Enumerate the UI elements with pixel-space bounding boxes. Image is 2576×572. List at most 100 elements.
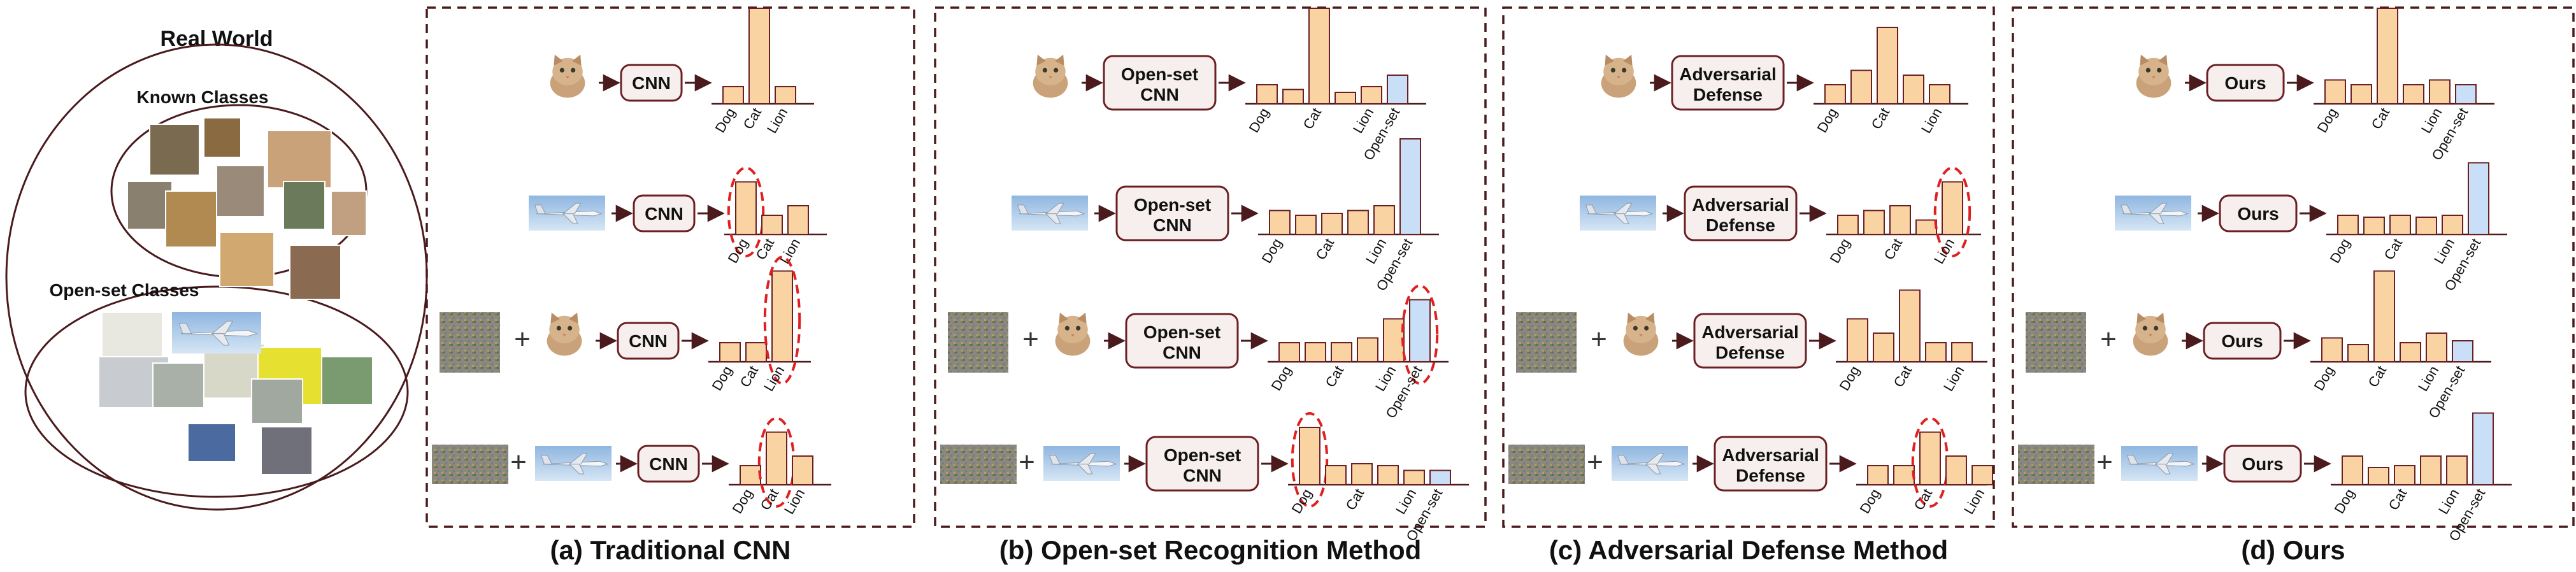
tick-label: Cat <box>1891 363 1915 390</box>
device-thumbnail <box>261 426 313 475</box>
tick-label: Lion <box>1392 486 1419 517</box>
panel-caption: (b) Open-set Recognition Method <box>999 535 1422 565</box>
class-bar <box>1305 342 1326 362</box>
noise-image <box>1508 445 1585 484</box>
openset-bar <box>2468 162 2489 235</box>
noise-image <box>2018 445 2094 484</box>
airplane-image <box>2115 196 2191 231</box>
class-bar <box>1925 342 1947 362</box>
class-bar <box>2363 217 2385 235</box>
tick-label: Lion <box>764 105 791 136</box>
class-bar <box>1951 342 1973 362</box>
class-bar <box>1256 84 1278 104</box>
tick-label: Lion <box>1372 363 1399 394</box>
tick-label: Lion <box>2418 105 2445 136</box>
tick-label: Dog <box>2310 363 2337 393</box>
class-bar <box>1335 92 1356 104</box>
class-bar <box>1403 469 1425 485</box>
plus-sign: + <box>1019 447 1035 478</box>
tick-label: Dog <box>1258 236 1285 266</box>
model-box <box>1684 185 1798 241</box>
class-bar <box>1282 89 1304 104</box>
class-bar <box>1295 215 1317 235</box>
panel-caption: (c) Adversarial Defense Method <box>1549 535 1948 565</box>
class-bar <box>1351 463 1373 485</box>
tick-label: Cat <box>1911 486 1936 513</box>
tick-label: Lion <box>781 486 808 517</box>
highlight-ellipse <box>727 166 765 257</box>
class-bar <box>2400 342 2421 362</box>
airplane-image <box>535 446 612 481</box>
noise-image <box>940 445 1017 484</box>
model-box <box>1145 436 1259 492</box>
tick-label: Cat <box>740 105 765 132</box>
class-bar <box>2389 215 2411 235</box>
class-bar <box>1347 210 1369 235</box>
class-bar <box>740 465 761 485</box>
known-classes-label: Known Classes <box>137 87 269 107</box>
tick-label: Cat <box>757 486 782 513</box>
class-bar <box>1308 8 1330 104</box>
model-box <box>2223 445 2302 483</box>
panel-border <box>2012 6 2575 528</box>
openset-classes-ellipse <box>24 285 409 498</box>
class-bar <box>745 342 767 362</box>
model-label: Ours <box>2237 204 2279 224</box>
class-bar <box>1893 465 1915 485</box>
bus-thumbnail <box>101 311 163 357</box>
tick-label: Dog <box>1826 236 1853 266</box>
dog-thumbnail <box>267 130 332 189</box>
cat-thumbnail <box>216 165 265 217</box>
tick-label: Dog <box>729 486 755 516</box>
class-bar <box>1361 86 1382 104</box>
cat-thumbnail <box>331 190 367 236</box>
real-world-title: Real World <box>161 27 273 51</box>
openset-bar <box>1399 138 1421 235</box>
model-box <box>1103 55 1217 111</box>
class-bar <box>2426 332 2447 362</box>
class-bar <box>1863 210 1885 235</box>
class-bar <box>1299 427 1320 485</box>
class-bar <box>1889 205 1911 235</box>
cat-image <box>1027 51 1073 102</box>
tick-label: Dog <box>1836 363 1863 393</box>
class-bar <box>761 215 783 235</box>
class-bar <box>1278 342 1300 362</box>
class-bar <box>2442 215 2463 235</box>
class-bar <box>1377 465 1399 485</box>
airplane-image <box>1612 446 1688 481</box>
class-bar <box>1877 27 1898 104</box>
class-bar <box>775 86 796 104</box>
panel-3: (c) Adversarial Defense Method Adversaria… <box>1502 6 1995 565</box>
airplane-image <box>2121 446 2198 481</box>
tick-label: Lion <box>1350 105 1377 136</box>
class-bar <box>1837 215 1859 235</box>
plus-sign: + <box>1587 447 1603 478</box>
model-label: CNN <box>629 331 668 351</box>
model-box <box>2219 194 2298 232</box>
tick-label: Cat <box>2386 486 2410 513</box>
class-bar <box>766 431 787 485</box>
tick-label: Cat <box>753 236 778 262</box>
class-bar <box>1331 342 1352 362</box>
cat-image <box>545 51 590 102</box>
tick-label: Lion <box>2435 486 2462 517</box>
class-bar <box>2377 8 2398 104</box>
tractor-thumbnail <box>187 423 236 462</box>
tick-label: Dog <box>1268 363 1294 393</box>
known-class-thumbnails <box>127 117 367 300</box>
class-bar <box>1847 318 1868 362</box>
model-box <box>617 322 680 360</box>
class-bar <box>1899 289 1921 362</box>
model-box <box>1115 185 1229 241</box>
